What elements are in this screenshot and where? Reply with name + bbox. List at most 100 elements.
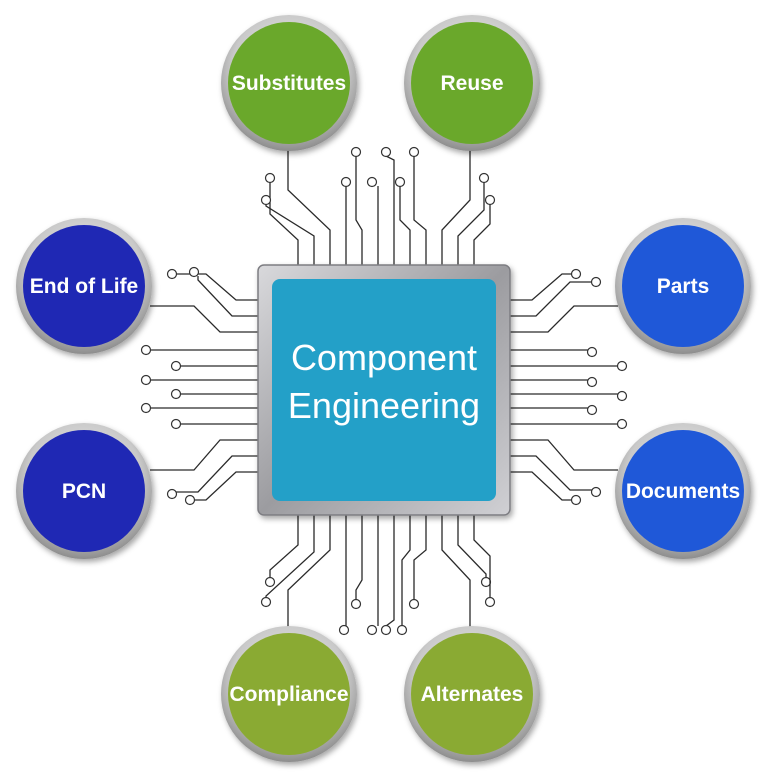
node-documents-fill [622, 430, 744, 552]
circuit-pad [478, 172, 490, 184]
node-end-of-life: End of Life [16, 218, 152, 354]
circuit-trace [510, 305, 618, 333]
circuit-pad [616, 418, 628, 430]
circuit-pad [380, 624, 392, 636]
circuit-trace [510, 455, 592, 491]
circuit-traces [140, 146, 628, 636]
circuit-trace [176, 455, 258, 493]
circuit-pad [396, 624, 408, 636]
chip: Component Engineering [257, 264, 511, 516]
circuit-pad [380, 146, 392, 158]
circuit-trace [287, 515, 331, 630]
node-alternates-label: Alternates [421, 683, 524, 706]
circuit-pad [590, 486, 602, 498]
node-parts-label: Parts [657, 275, 710, 298]
circuit-trace [265, 204, 315, 265]
node-reuse-label: Reuse [440, 72, 503, 95]
circuit-trace [457, 515, 487, 578]
node-reuse-fill [411, 22, 533, 144]
node-compliance-fill [228, 633, 350, 755]
circuit-pad [188, 266, 200, 278]
circuit-pad [570, 494, 582, 506]
circuit-pad [350, 598, 362, 610]
circuit-pad [590, 276, 602, 288]
node-substitutes: Substitutes [221, 15, 357, 151]
circuit-pad [170, 418, 182, 430]
circuit-pad [170, 360, 182, 372]
circuit-pad [480, 576, 492, 588]
circuit-pad [484, 194, 496, 206]
chip-title-line1: Component [291, 337, 477, 378]
node-alternates: Alternates [404, 626, 540, 762]
chip-core [272, 279, 496, 501]
node-end-of-life-fill [23, 225, 145, 347]
circuit-pad [484, 596, 496, 608]
circuit-pad [184, 494, 196, 506]
node-substitutes-label: Substitutes [232, 72, 346, 95]
circuit-pad [570, 268, 582, 280]
circuit-pad [586, 346, 598, 358]
circuit-trace [457, 182, 485, 265]
node-pcn-fill [23, 430, 145, 552]
node-alternates-fill [411, 633, 533, 755]
circuit-pad [264, 172, 276, 184]
chip-title-line2: Engineering [288, 385, 480, 426]
circuit-trace [355, 156, 363, 265]
circuit-trace [287, 150, 331, 265]
circuit-pad [140, 344, 152, 356]
circuit-trace [399, 186, 411, 265]
node-compliance-label: Compliance [229, 683, 348, 706]
circuit-pad [140, 402, 152, 414]
circuit-pad [260, 596, 272, 608]
node-end-of-life-label: End of Life [30, 275, 139, 298]
circuit-pad [166, 488, 178, 500]
circuit-pad [408, 146, 420, 158]
node-compliance: Compliance [221, 626, 357, 762]
circuit-trace [473, 204, 491, 265]
circuit-pad [340, 176, 352, 188]
node-reuse: Reuse [404, 15, 540, 151]
circuit-pad [366, 176, 378, 188]
circuit-pad [394, 176, 406, 188]
circuit-pad [616, 360, 628, 372]
circuit-trace [441, 515, 471, 630]
circuit-pad [616, 390, 628, 402]
circuit-pad [260, 194, 272, 206]
circuit-pad [166, 268, 178, 280]
circuit-trace [510, 471, 572, 501]
circuit-trace [197, 276, 258, 317]
node-documents: Documents [615, 423, 751, 559]
circuit-trace [510, 439, 618, 471]
node-parts: Parts [615, 218, 751, 354]
circuit-trace [194, 471, 258, 501]
circuit-trace [355, 515, 363, 600]
circuit-trace [150, 305, 258, 333]
circuit-trace [510, 273, 572, 301]
node-pcn: PCN [16, 423, 152, 559]
circuit-trace [385, 155, 395, 265]
circuit-pad [338, 624, 350, 636]
node-parts-fill [622, 225, 744, 347]
circuit-pad [586, 376, 598, 388]
circuit-pad [408, 598, 420, 610]
circuit-trace [510, 281, 592, 317]
circuit-trace [150, 439, 258, 471]
circuit-trace [441, 150, 471, 265]
circuit-trace [176, 273, 258, 301]
circuit-trace [385, 515, 395, 627]
node-substitutes-fill [228, 22, 350, 144]
circuit-pad [264, 576, 276, 588]
circuit-trace [413, 515, 427, 600]
circuit-trace [473, 515, 491, 598]
circuit-pad [170, 388, 182, 400]
circuit-trace [269, 515, 299, 578]
circuit-pad [350, 146, 362, 158]
circuit-trace [413, 156, 427, 265]
circuit-trace [401, 515, 411, 626]
node-documents-label: Documents [626, 480, 740, 503]
circuit-pad [366, 624, 378, 636]
circuit-pad [140, 374, 152, 386]
node-pcn-label: PCN [62, 480, 106, 503]
circuit-pad [586, 404, 598, 416]
